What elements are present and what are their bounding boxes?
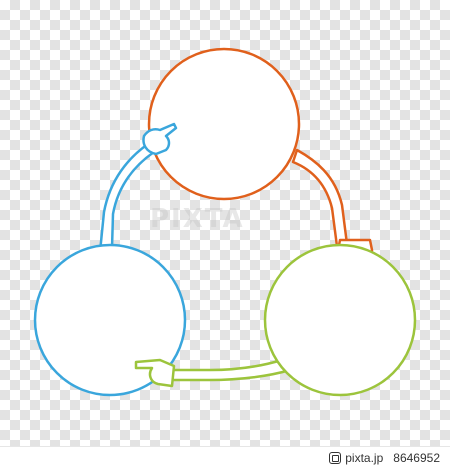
orange-group	[147, 47, 374, 278]
green-arm	[170, 358, 292, 382]
watermark-text: PIXTA	[150, 204, 245, 234]
footer-brand: pixta.jp	[345, 451, 384, 465]
pixta-logo-icon	[329, 452, 342, 464]
blue-arm	[98, 142, 156, 254]
footer-bar: pixta.jp 8646952	[0, 446, 450, 469]
green-pointing-hand-icon	[134, 358, 176, 388]
green-group	[134, 243, 417, 397]
orange-arm	[291, 148, 350, 256]
footer-logo: pixta.jp	[329, 451, 383, 465]
blue-group	[33, 122, 187, 397]
green-circle	[263, 243, 417, 397]
orange-circle	[147, 47, 301, 201]
blue-pointing-hand-icon	[142, 122, 178, 156]
footer-image-id: 8646952	[393, 451, 440, 465]
blue-circle	[33, 243, 187, 397]
